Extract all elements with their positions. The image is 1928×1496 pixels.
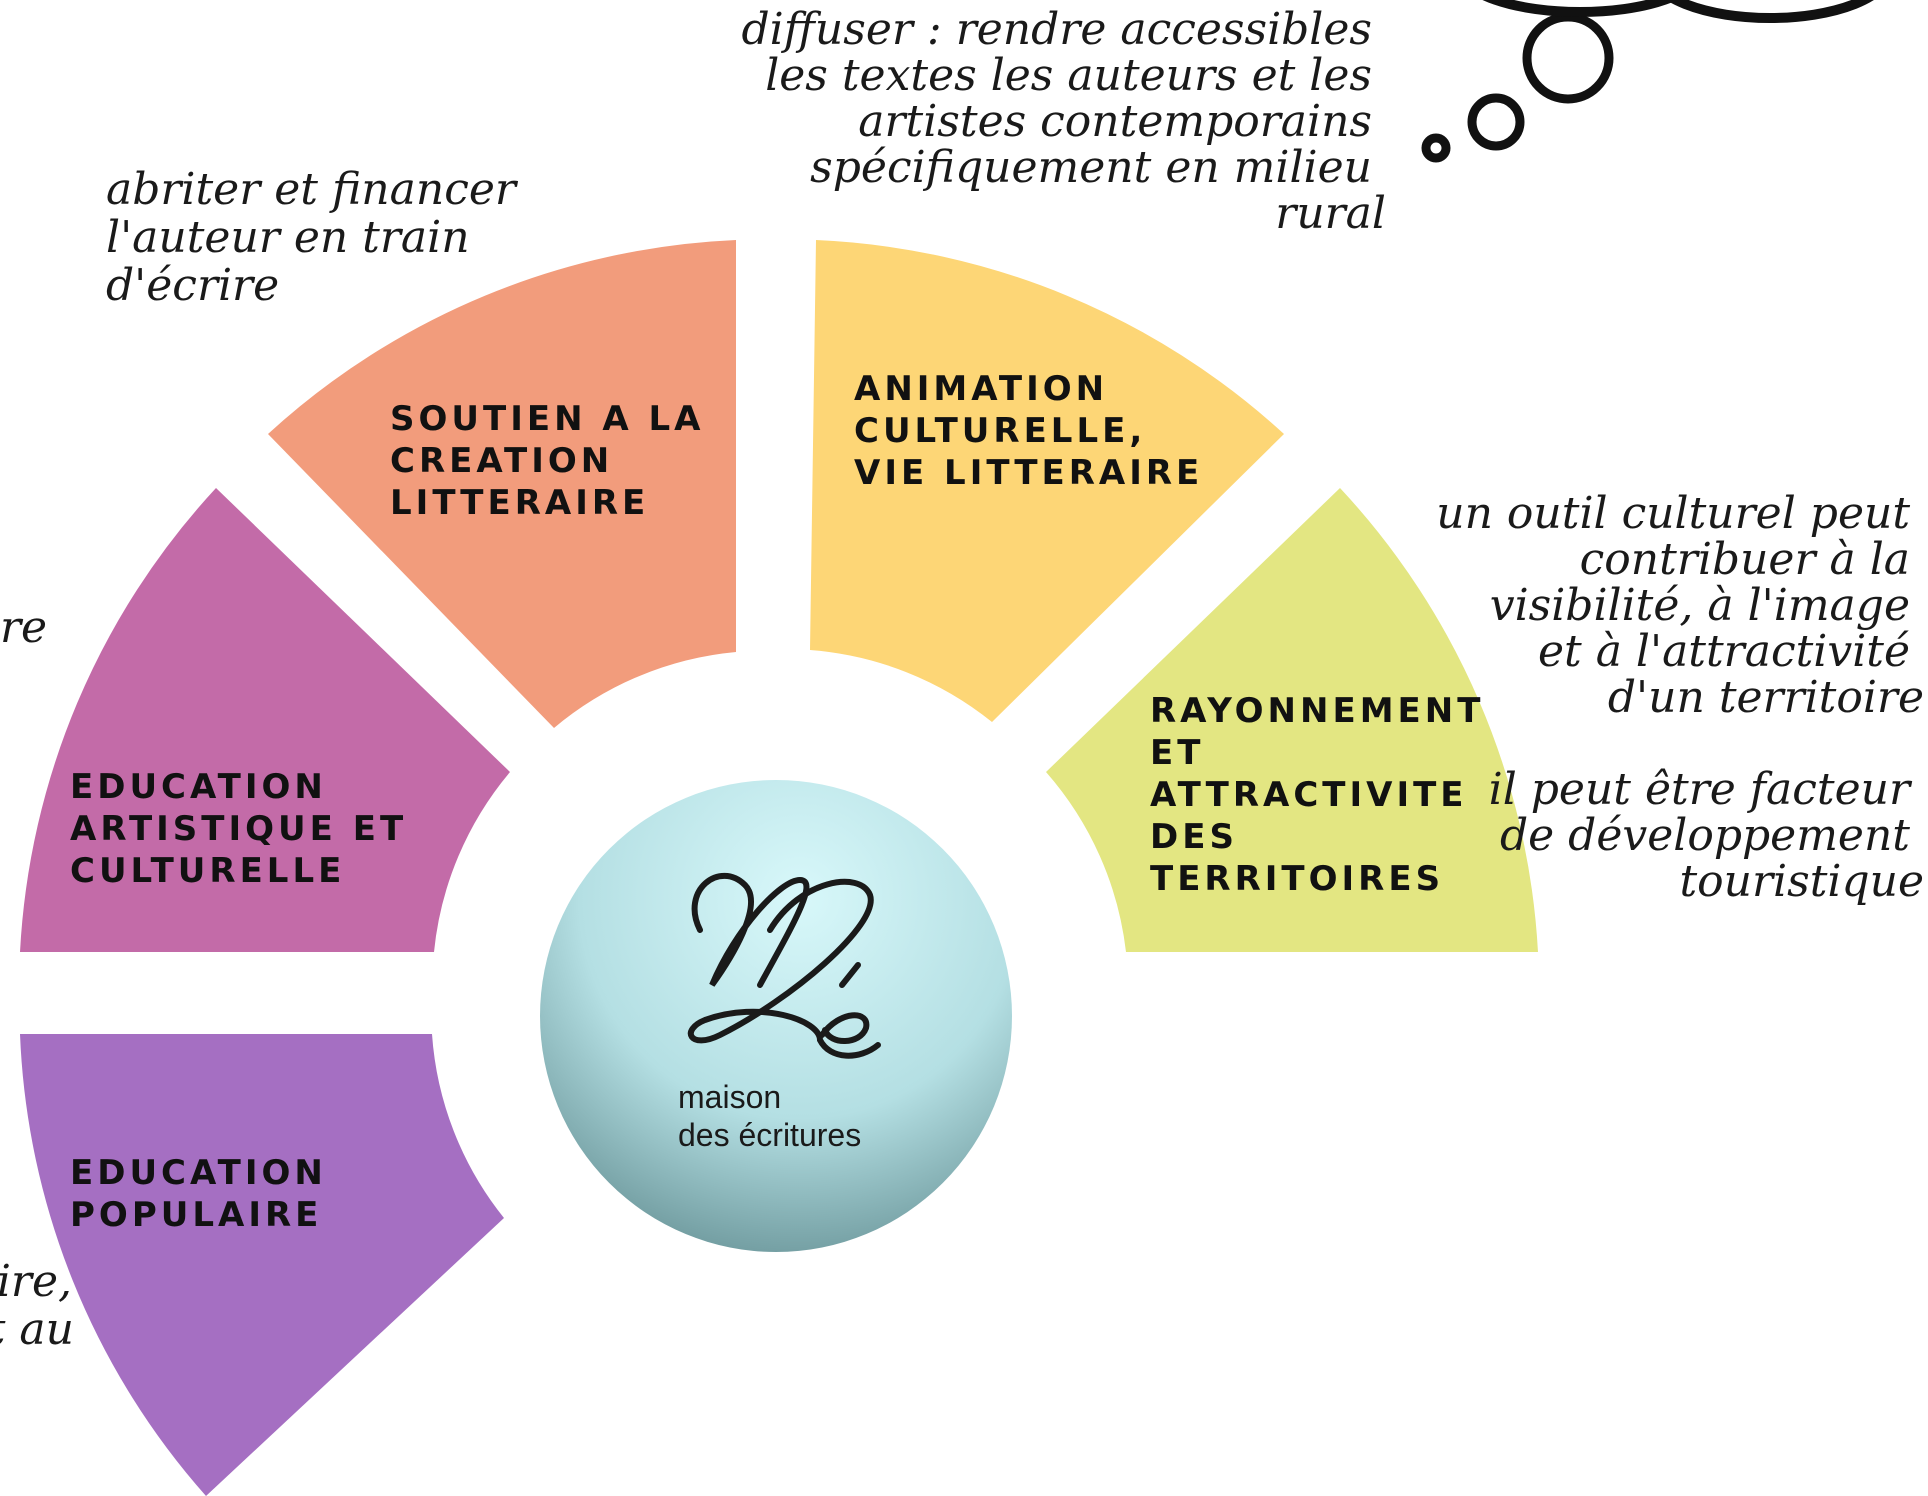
logo-text-line1: maison <box>678 1079 781 1115</box>
note-diffuser: diffuser : rendre accessibles les textes… <box>742 4 1386 239</box>
segment-animation <box>810 240 1284 722</box>
segment-label-soutien: SOUTIEN A LA CREATION LITTERAIRE <box>390 399 720 523</box>
logo-text-line2: des écritures <box>678 1117 861 1153</box>
segment-label-animation: ANIMATION CULTURELLE, VIE LITTERAIRE <box>854 369 1203 493</box>
thought-bubble-icon <box>1421 0 1874 163</box>
segment-label-education-artistique: EDUCATION ARTISTIQUE ET CULTURELLE <box>70 767 423 891</box>
note-abriter: abriter et financer l'auteur en train d'… <box>106 164 530 311</box>
note-facteur: il peut être facteur de développement to… <box>1489 764 1924 907</box>
note-outil: un outil culturel peut contribuer à la v… <box>1436 488 1924 723</box>
note-bottom-fragment: aire, t au <box>0 1256 86 1355</box>
segment-soutien <box>268 240 736 728</box>
monogram-logo-icon <box>687 872 881 1059</box>
segment-rayonnement <box>1046 488 1538 952</box>
segment-education-populaire <box>20 1034 504 1496</box>
segment-education-artistique <box>20 488 510 952</box>
note-left-fragment: re <box>0 602 47 653</box>
logo-sphere: maison des écritures <box>540 780 1012 1252</box>
segment-label-education-populaire: EDUCATION POPULAIRE <box>70 1153 343 1235</box>
segment-label-rayonnement: RAYONNEMENT ET ATTRACTIVITE DES TERRITOI… <box>1150 691 1500 899</box>
